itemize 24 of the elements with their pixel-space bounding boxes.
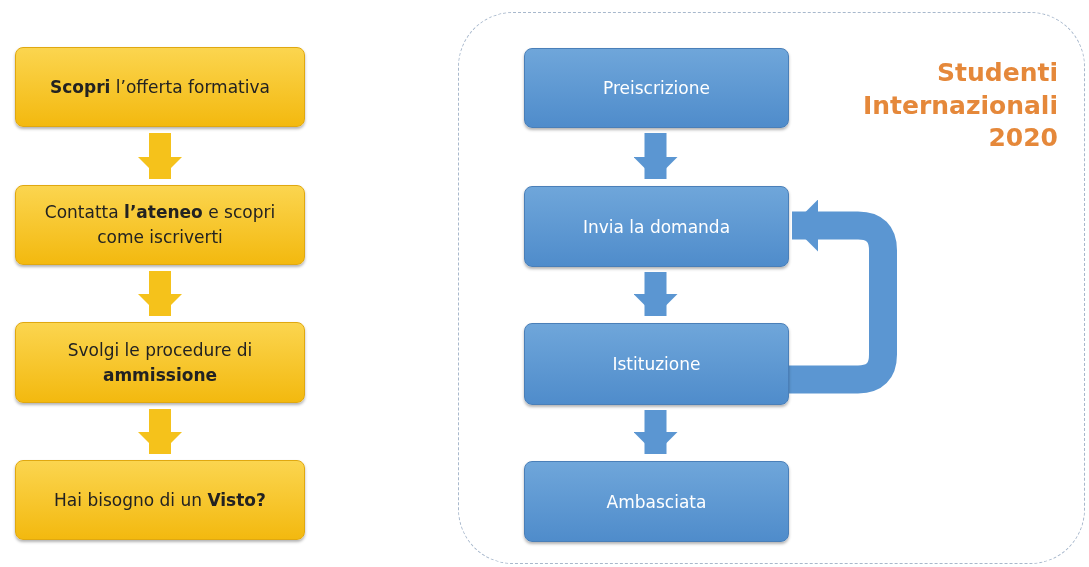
process-box <box>15 460 305 540</box>
step-text: Hai bisogno di un Visto? <box>54 488 266 512</box>
process-box <box>524 186 789 267</box>
process-box <box>15 185 305 265</box>
block-arrow <box>138 133 182 179</box>
process-box <box>524 48 789 128</box>
step-text: Ambasciata <box>606 491 707 512</box>
step-text: Preiscrizione <box>603 78 710 98</box>
dashed-group-frame <box>458 12 1085 564</box>
step-text: Svolgi le procedure di ammissione <box>66 338 254 387</box>
group-title: Studenti Internazionali 2020 <box>861 57 1058 154</box>
block-arrow <box>633 410 678 454</box>
block-arrow <box>138 409 182 454</box>
block-arrow <box>633 133 678 179</box>
process-box <box>524 323 789 405</box>
block-arrow <box>633 272 678 316</box>
process-box <box>15 322 305 403</box>
step-text: Istituzione <box>612 354 701 374</box>
block-arrow <box>138 271 182 316</box>
process-box <box>15 47 305 127</box>
step-text: Invia la domanda <box>582 216 731 237</box>
step-text: Contatta l’ateneo e scopri come iscriverti <box>43 201 277 249</box>
step-text: Scopri l’offerta formativa <box>50 75 270 99</box>
process-box <box>524 461 789 542</box>
